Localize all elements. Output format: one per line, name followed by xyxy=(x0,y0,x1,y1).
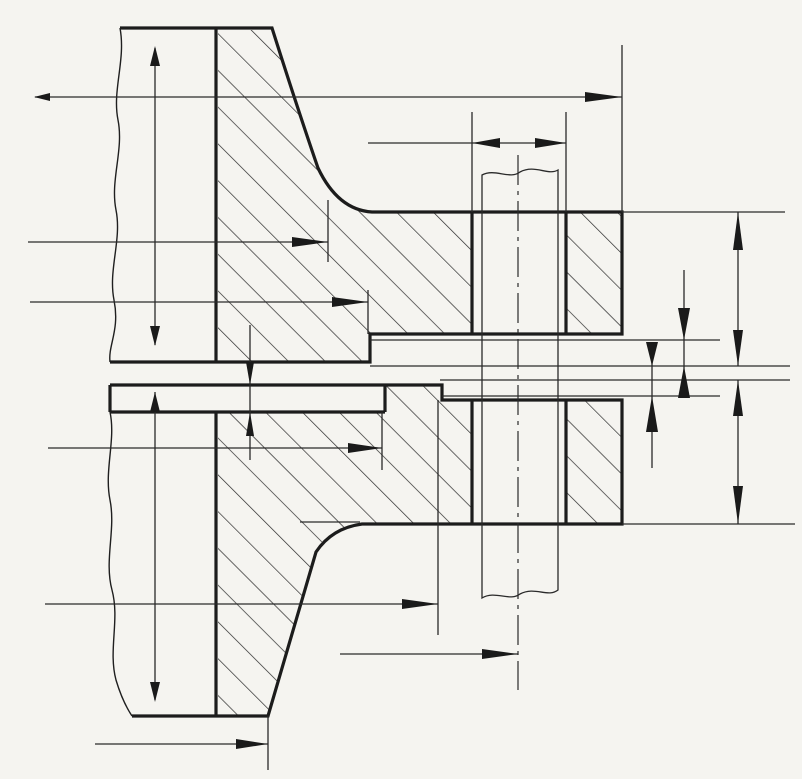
lower-bolt-boss-hatch xyxy=(566,400,622,524)
lower-flange-hatched-section xyxy=(218,385,622,716)
lower-break-line xyxy=(107,411,133,717)
gap-lines xyxy=(370,339,790,397)
upper-bolt-boss-hatch xyxy=(566,212,622,334)
extension-lines xyxy=(267,45,795,770)
upper-flange-hatched-section xyxy=(218,30,622,362)
upper-break-line xyxy=(109,27,123,363)
arrowheads xyxy=(34,46,743,749)
dimension-lines xyxy=(28,48,739,745)
bolt xyxy=(481,155,559,690)
upper-flange-outline xyxy=(110,26,624,364)
